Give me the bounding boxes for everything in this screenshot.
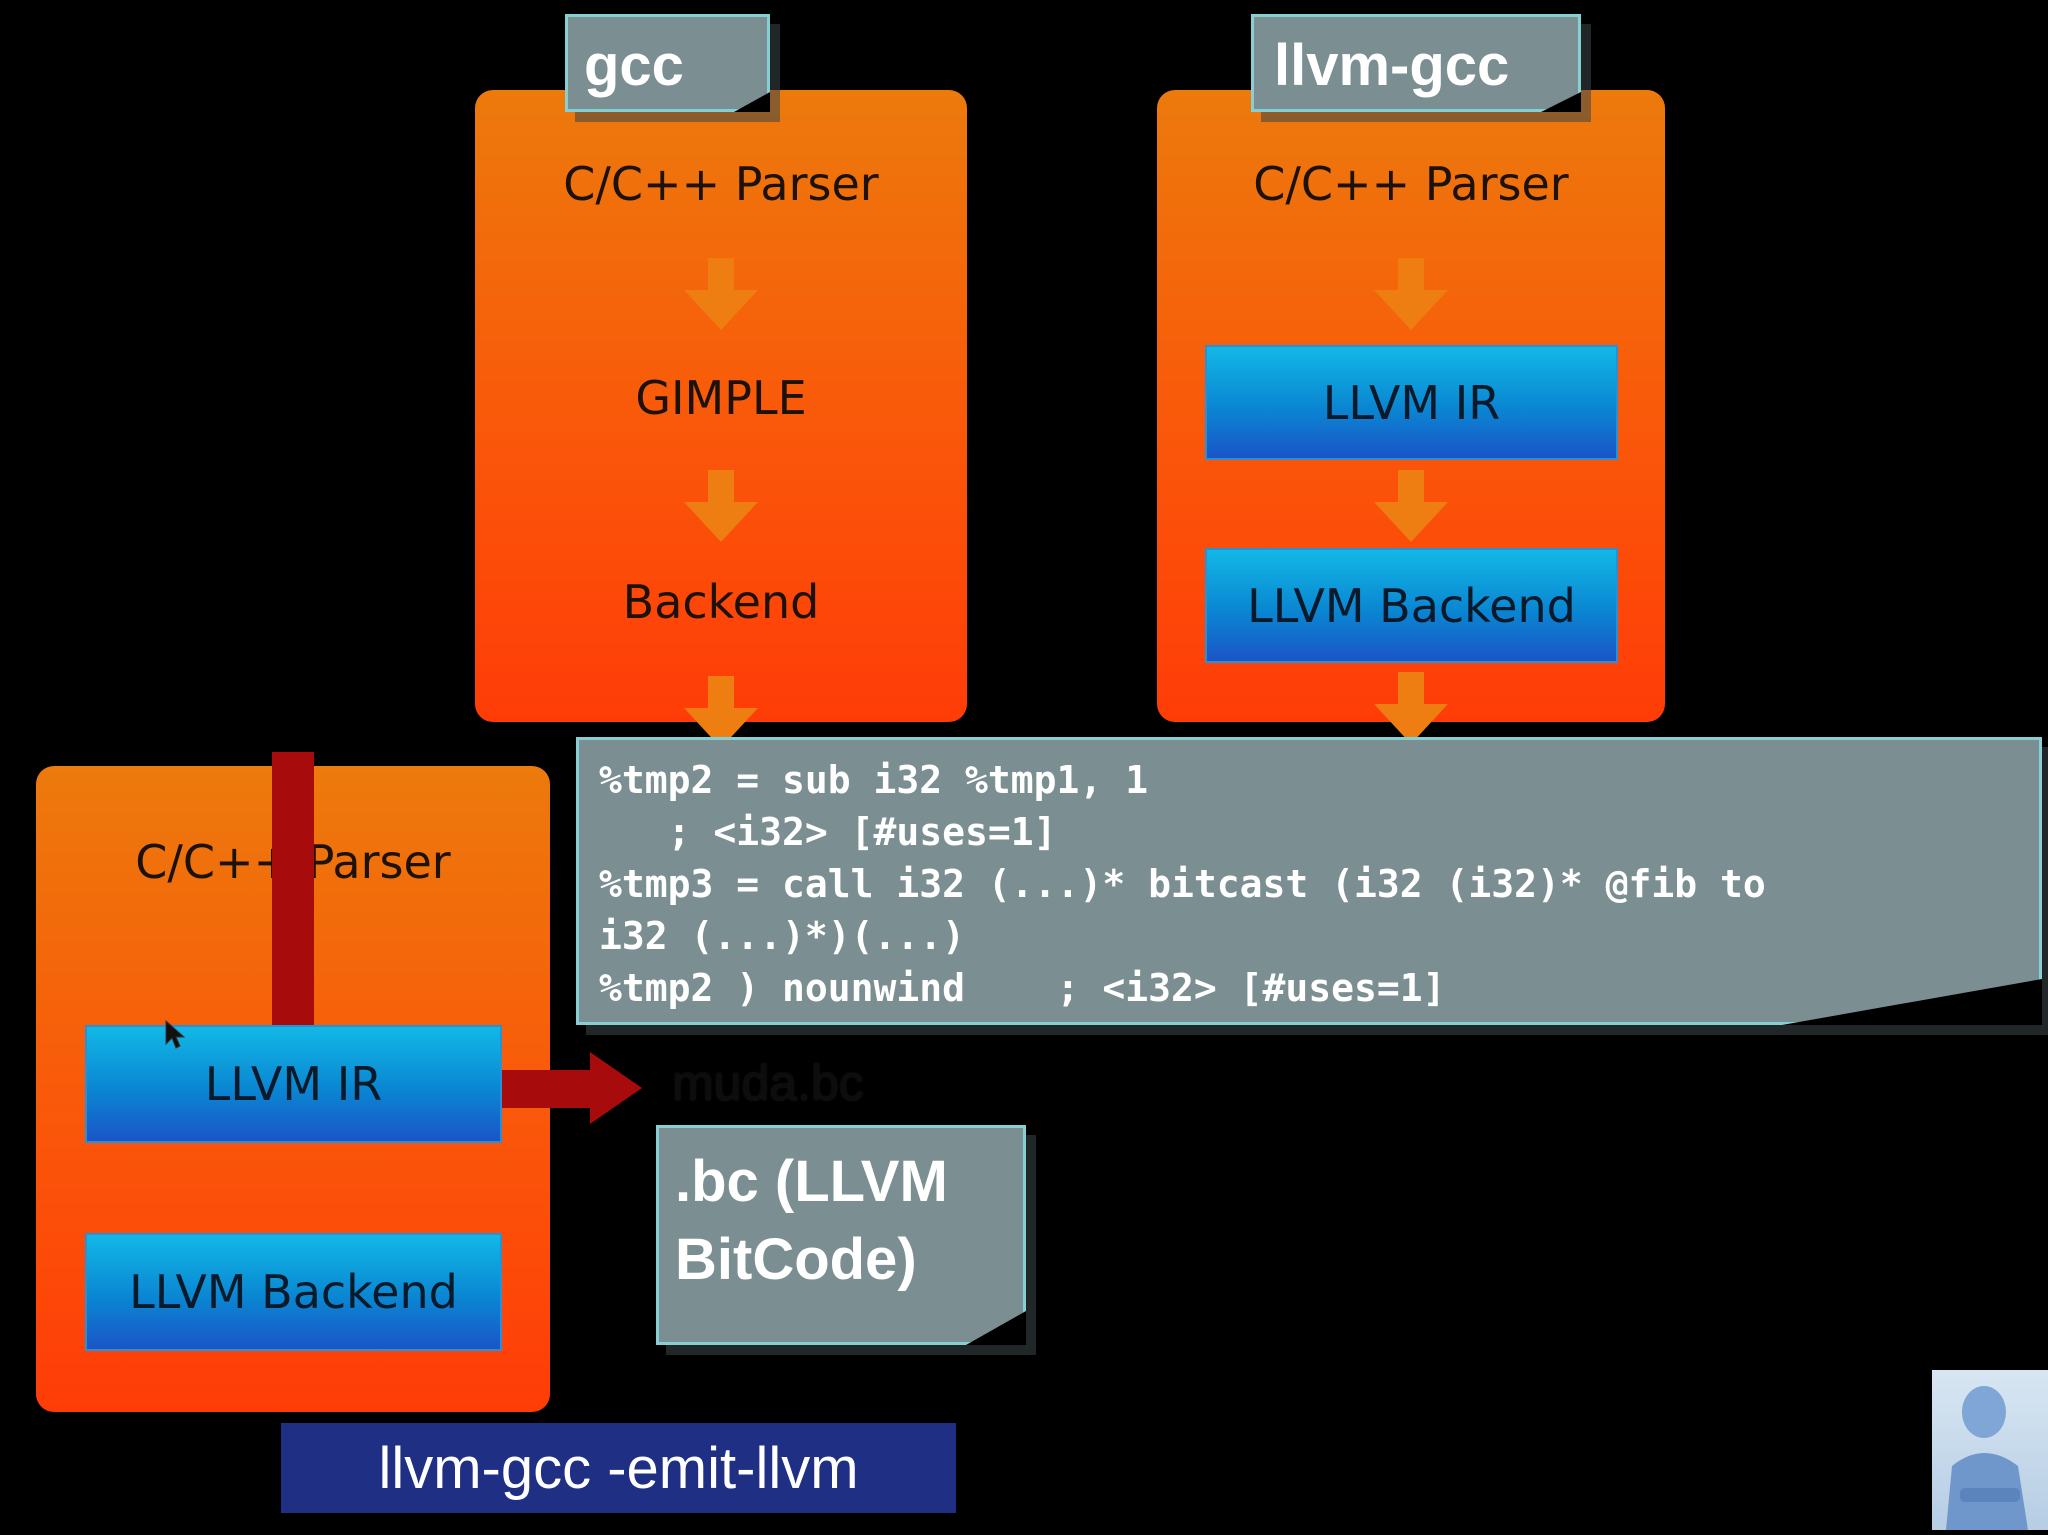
command-bar: llvm-gcc -emit-llvm <box>281 1423 956 1513</box>
bc-note-line2: BitCode) <box>675 1227 917 1292</box>
emit-ir-box: LLVM IR <box>85 1025 502 1143</box>
bc-note-line1: .bc (LLVM <box>675 1149 948 1214</box>
code-line-4: i32 (...)*)(...) <box>599 914 966 958</box>
emit-backend-box: LLVM Backend <box>85 1233 502 1351</box>
code-line-5: %tmp2 ) nounwind ; <i32> [#uses=1] <box>599 966 1446 1010</box>
gcc-label: gcc <box>584 33 684 98</box>
llvm-gcc-label-note: llvm-gcc <box>1251 14 1581 112</box>
presenter-thumbnail <box>1932 1370 2048 1530</box>
llvm-gcc-label: llvm-gcc <box>1274 33 1510 98</box>
code-line-1: %tmp2 = sub i32 %tmp1, 1 <box>599 758 1149 802</box>
llvm-gcc-arrow-2 <box>1374 470 1448 542</box>
llvm-gcc-parser-stage: C/C++ Parser <box>1253 157 1569 211</box>
red-connector-vertical <box>272 752 314 1026</box>
command-label: llvm-gcc -emit-llvm <box>378 1435 859 1501</box>
gcc-arrow-2 <box>684 470 758 542</box>
llvm-gcc-arrow-1 <box>1374 258 1448 330</box>
gcc-note-fold <box>734 92 770 112</box>
code-line-3: %tmp3 = call i32 (...)* bitcast (i32 (i3… <box>599 862 1766 906</box>
code-note-fold <box>1782 979 2042 1025</box>
code-note: %tmp2 = sub i32 %tmp1, 1 ; <i32> [#uses=… <box>576 737 2042 1025</box>
gcc-parser-stage: C/C++ Parser <box>563 157 879 211</box>
code-line-2: ; <i32> [#uses=1] <box>599 810 1057 854</box>
gcc-label-note: gcc <box>565 14 770 112</box>
bc-note: .bc (LLVM BitCode) <box>656 1125 1026 1345</box>
gcc-backend-stage: Backend <box>622 575 820 629</box>
llvm-gcc-arrow-3 <box>1374 672 1448 744</box>
llvm-gcc-note-fold <box>1541 92 1581 112</box>
presenter-figure-icon <box>1946 1386 2028 1530</box>
llvm-gcc-ir-box: LLVM IR <box>1205 345 1618 460</box>
bc-note-fold <box>966 1311 1026 1345</box>
gcc-panel: C/C++ Parser GIMPLE Backend <box>475 90 967 722</box>
gcc-gimple-stage: GIMPLE <box>635 371 807 425</box>
mouse-pointer-icon <box>165 1020 186 1049</box>
output-file-label: muda.bc <box>672 1055 864 1111</box>
llvm-gcc-backend-box: LLVM Backend <box>1205 548 1618 663</box>
red-output-arrow <box>502 1052 642 1124</box>
gcc-arrow-1 <box>684 258 758 330</box>
